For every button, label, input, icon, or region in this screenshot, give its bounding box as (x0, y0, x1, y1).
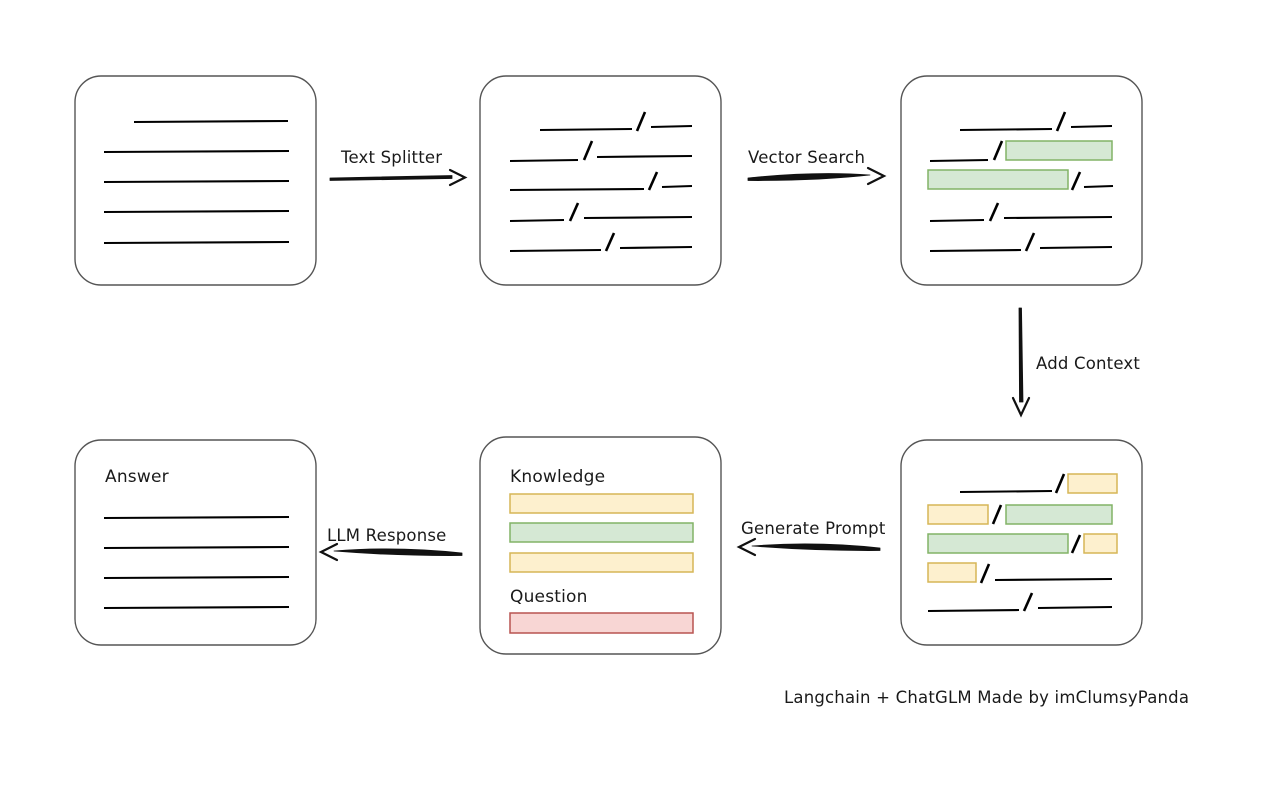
context-highlight-yellow-4 (927, 562, 977, 583)
question-bar-red-1 (509, 612, 694, 634)
context-highlight-yellow-3 (1083, 533, 1118, 554)
context-highlight-yellow-2 (927, 504, 989, 525)
edge-label-vector-search: Vector Search (748, 148, 865, 167)
knowledge-bar-green-1 (509, 522, 694, 543)
split-chunks-frame (479, 75, 722, 286)
generate-prompt-arrow-head (736, 537, 757, 557)
edge-label-llm-response: LLM Response (327, 526, 447, 545)
context-highlight-yellow-1 (1067, 473, 1118, 494)
question-bars (509, 612, 694, 634)
text-splitter-arrow-shaft (329, 175, 453, 181)
add-context-arrow-shaft (1018, 307, 1024, 403)
node-retrieved-chunks[interactable] (900, 75, 1143, 286)
generate-prompt-arrow-shaft (751, 543, 881, 551)
edge-generate-prompt[interactable]: Generate Prompt (736, 519, 886, 557)
llm-response-arrow-shaft (333, 548, 463, 556)
node-split-chunks[interactable] (479, 75, 722, 286)
retrieved-highlight-green-2 (927, 169, 1069, 190)
knowledge-label: Knowledge (510, 467, 605, 487)
node-answer-box[interactable]: Answer (74, 439, 317, 646)
knowledge-bars (509, 493, 694, 573)
edge-add-context[interactable]: Add Context (1011, 307, 1140, 418)
vector-search-arrow-head (866, 166, 887, 186)
edge-label-add-context: Add Context (1036, 354, 1140, 373)
question-label: Question (510, 587, 588, 607)
split-chunks-lines (509, 111, 693, 253)
answer-box-frame (74, 439, 317, 646)
edge-label-text-splitter: Text Splitter (340, 148, 442, 167)
node-prompt-box[interactable]: Knowledge Question (479, 436, 722, 655)
prompt-box-frame (479, 436, 722, 655)
source-document-lines (103, 119, 290, 245)
node-source-document[interactable] (74, 75, 317, 286)
edge-text-splitter[interactable]: Text Splitter (329, 148, 468, 187)
node-context-chunks[interactable] (900, 439, 1143, 646)
retrieved-highlight-green-1 (1005, 140, 1113, 161)
context-highlight-green-1 (1005, 504, 1113, 525)
retrieved-chunks-lines (927, 111, 1114, 253)
edge-llm-response[interactable]: LLM Response (318, 526, 463, 562)
knowledge-bar-yellow-1 (509, 493, 694, 514)
answer-box-lines (103, 515, 290, 610)
context-highlight-green-2 (927, 533, 1069, 554)
edge-label-generate-prompt: Generate Prompt (741, 519, 886, 538)
edge-vector-search[interactable]: Vector Search (747, 148, 887, 186)
answer-label: Answer (105, 467, 169, 487)
add-context-arrow-head (1011, 396, 1031, 418)
knowledge-bar-yellow-2 (509, 552, 694, 573)
text-splitter-arrow-head (448, 168, 468, 187)
footer-attribution: Langchain + ChatGLM Made by imClumsyPand… (784, 688, 1189, 707)
context-chunks-lines (927, 473, 1118, 613)
vector-search-arrow-shaft (747, 173, 871, 181)
llm-response-arrow-head (318, 542, 339, 562)
